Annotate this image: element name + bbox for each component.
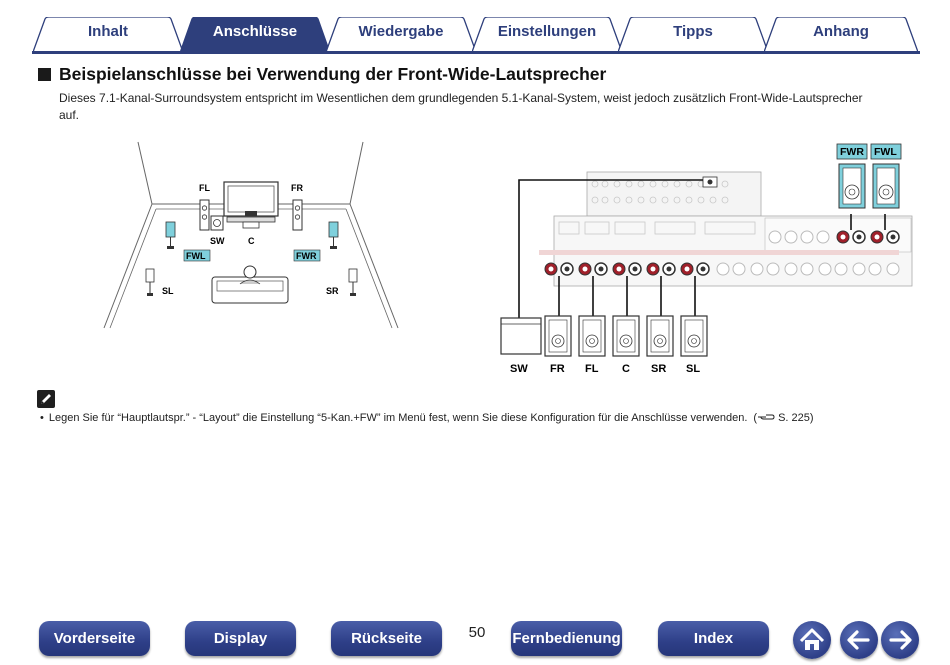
page-title: Beispielanschlüsse bei Verwendung der Fr… <box>59 64 607 84</box>
tab-inhalt[interactable]: Inhalt <box>33 17 183 53</box>
tab-label: Anhang <box>813 23 869 40</box>
fwr-speaker-icon <box>836 143 868 209</box>
label-sr-bottom: SR <box>651 363 666 375</box>
tab-label: Wiedergabe <box>358 23 444 40</box>
label-fr: FR <box>291 183 303 193</box>
arrow-right-icon <box>889 630 912 650</box>
tab-anhang[interactable]: Anhang <box>764 17 918 53</box>
display-button[interactable]: Display <box>185 621 296 656</box>
tab-label: Einstellungen <box>497 23 597 40</box>
remote-control-button[interactable]: Fernbedienung <box>511 621 622 656</box>
page-reference[interactable]: ( S. 225) <box>753 412 813 424</box>
tab-baseline <box>32 51 920 54</box>
label-fl: FL <box>199 183 210 193</box>
square-bullet-icon <box>38 68 51 81</box>
section-heading: Beispielanschlüsse bei Verwendung der Fr… <box>38 64 606 85</box>
label-sl-bottom: SL <box>686 363 700 375</box>
label-fr-bottom: FR <box>550 363 565 375</box>
sr-speaker-box-icon <box>646 315 674 357</box>
note-item: • Legen Sie für “Hauptlautspr.” - “Layout… <box>40 412 814 424</box>
sl-speaker-box-icon <box>680 315 708 357</box>
front-wide-terminal-row <box>768 230 900 244</box>
label-fwr-top: FWR <box>840 146 864 158</box>
pointing-hand-icon <box>758 414 775 420</box>
tab-anschluesse[interactable]: Anschlüsse <box>180 17 330 53</box>
page-number: 50 <box>468 624 486 641</box>
surround-right-speaker-icon <box>348 268 358 283</box>
label-fwr: FWR <box>296 251 317 261</box>
receiver-rear-panel <box>586 171 762 217</box>
subwoofer-icon <box>210 215 224 231</box>
center-speaker-icon <box>242 221 260 229</box>
tab-wiedergabe[interactable]: Wiedergabe <box>326 17 476 53</box>
label-sw-bottom: SW <box>510 363 528 375</box>
c-speaker-box-icon <box>612 315 640 357</box>
tab-label: Anschlüsse <box>212 23 298 40</box>
bullet: • <box>40 412 44 424</box>
rear-panel-button[interactable]: Rückseite <box>331 621 442 656</box>
fl-speaker-box-icon <box>578 315 606 357</box>
home-button[interactable] <box>793 621 831 659</box>
section-description: Dieses 7.1-Kanal-Surroundsystem entspric… <box>59 91 863 122</box>
tab-tipps[interactable]: Tipps <box>618 17 768 53</box>
subwoofer-box-icon <box>500 317 542 355</box>
ref-text: S. 225) <box>778 412 814 424</box>
label-sw: SW <box>210 236 225 246</box>
previous-page-button[interactable] <box>840 621 878 659</box>
label-sr: SR <box>326 286 339 296</box>
tab-einstellungen[interactable]: Einstellungen <box>472 17 622 53</box>
surround-left-speaker-icon <box>145 268 155 283</box>
label-sl: SL <box>162 286 174 296</box>
label-c-bottom: C <box>622 363 630 375</box>
speaker-terminal-row <box>539 250 900 276</box>
home-icon <box>799 628 825 650</box>
index-button[interactable]: Index <box>658 621 769 656</box>
next-page-button[interactable] <box>881 621 919 659</box>
note-text: Legen Sie für “Hauptlautspr.” - “Layout”… <box>48 412 748 424</box>
label-fwl-top: FWL <box>874 146 897 158</box>
top-tab-bar: Inhalt Anschlüsse Wiedergabe Einstellung… <box>0 0 950 56</box>
tab-label: Tipps <box>673 23 713 40</box>
front-panel-button[interactable]: Vorderseite <box>39 621 150 656</box>
arrow-left-icon <box>847 630 870 650</box>
fwl-speaker-icon <box>870 143 902 209</box>
ref-paren: ( <box>753 412 758 424</box>
label-fwl: FWL <box>186 251 206 261</box>
label-fl-bottom: FL <box>585 363 599 375</box>
pencil-icon <box>37 390 55 408</box>
listener-icon <box>243 265 257 279</box>
label-c: C <box>248 236 255 246</box>
wiring-diagram: FWR FWL SW FR FL C SR SL <box>500 143 913 375</box>
room-layout-diagram: FL FR SW C FWL FWR SL SR <box>103 141 399 329</box>
tab-label: Inhalt <box>88 23 128 40</box>
fr-speaker-box-icon <box>544 315 572 357</box>
front-wide-left-speaker-icon <box>165 221 176 238</box>
front-wide-right-speaker-icon <box>328 221 339 238</box>
